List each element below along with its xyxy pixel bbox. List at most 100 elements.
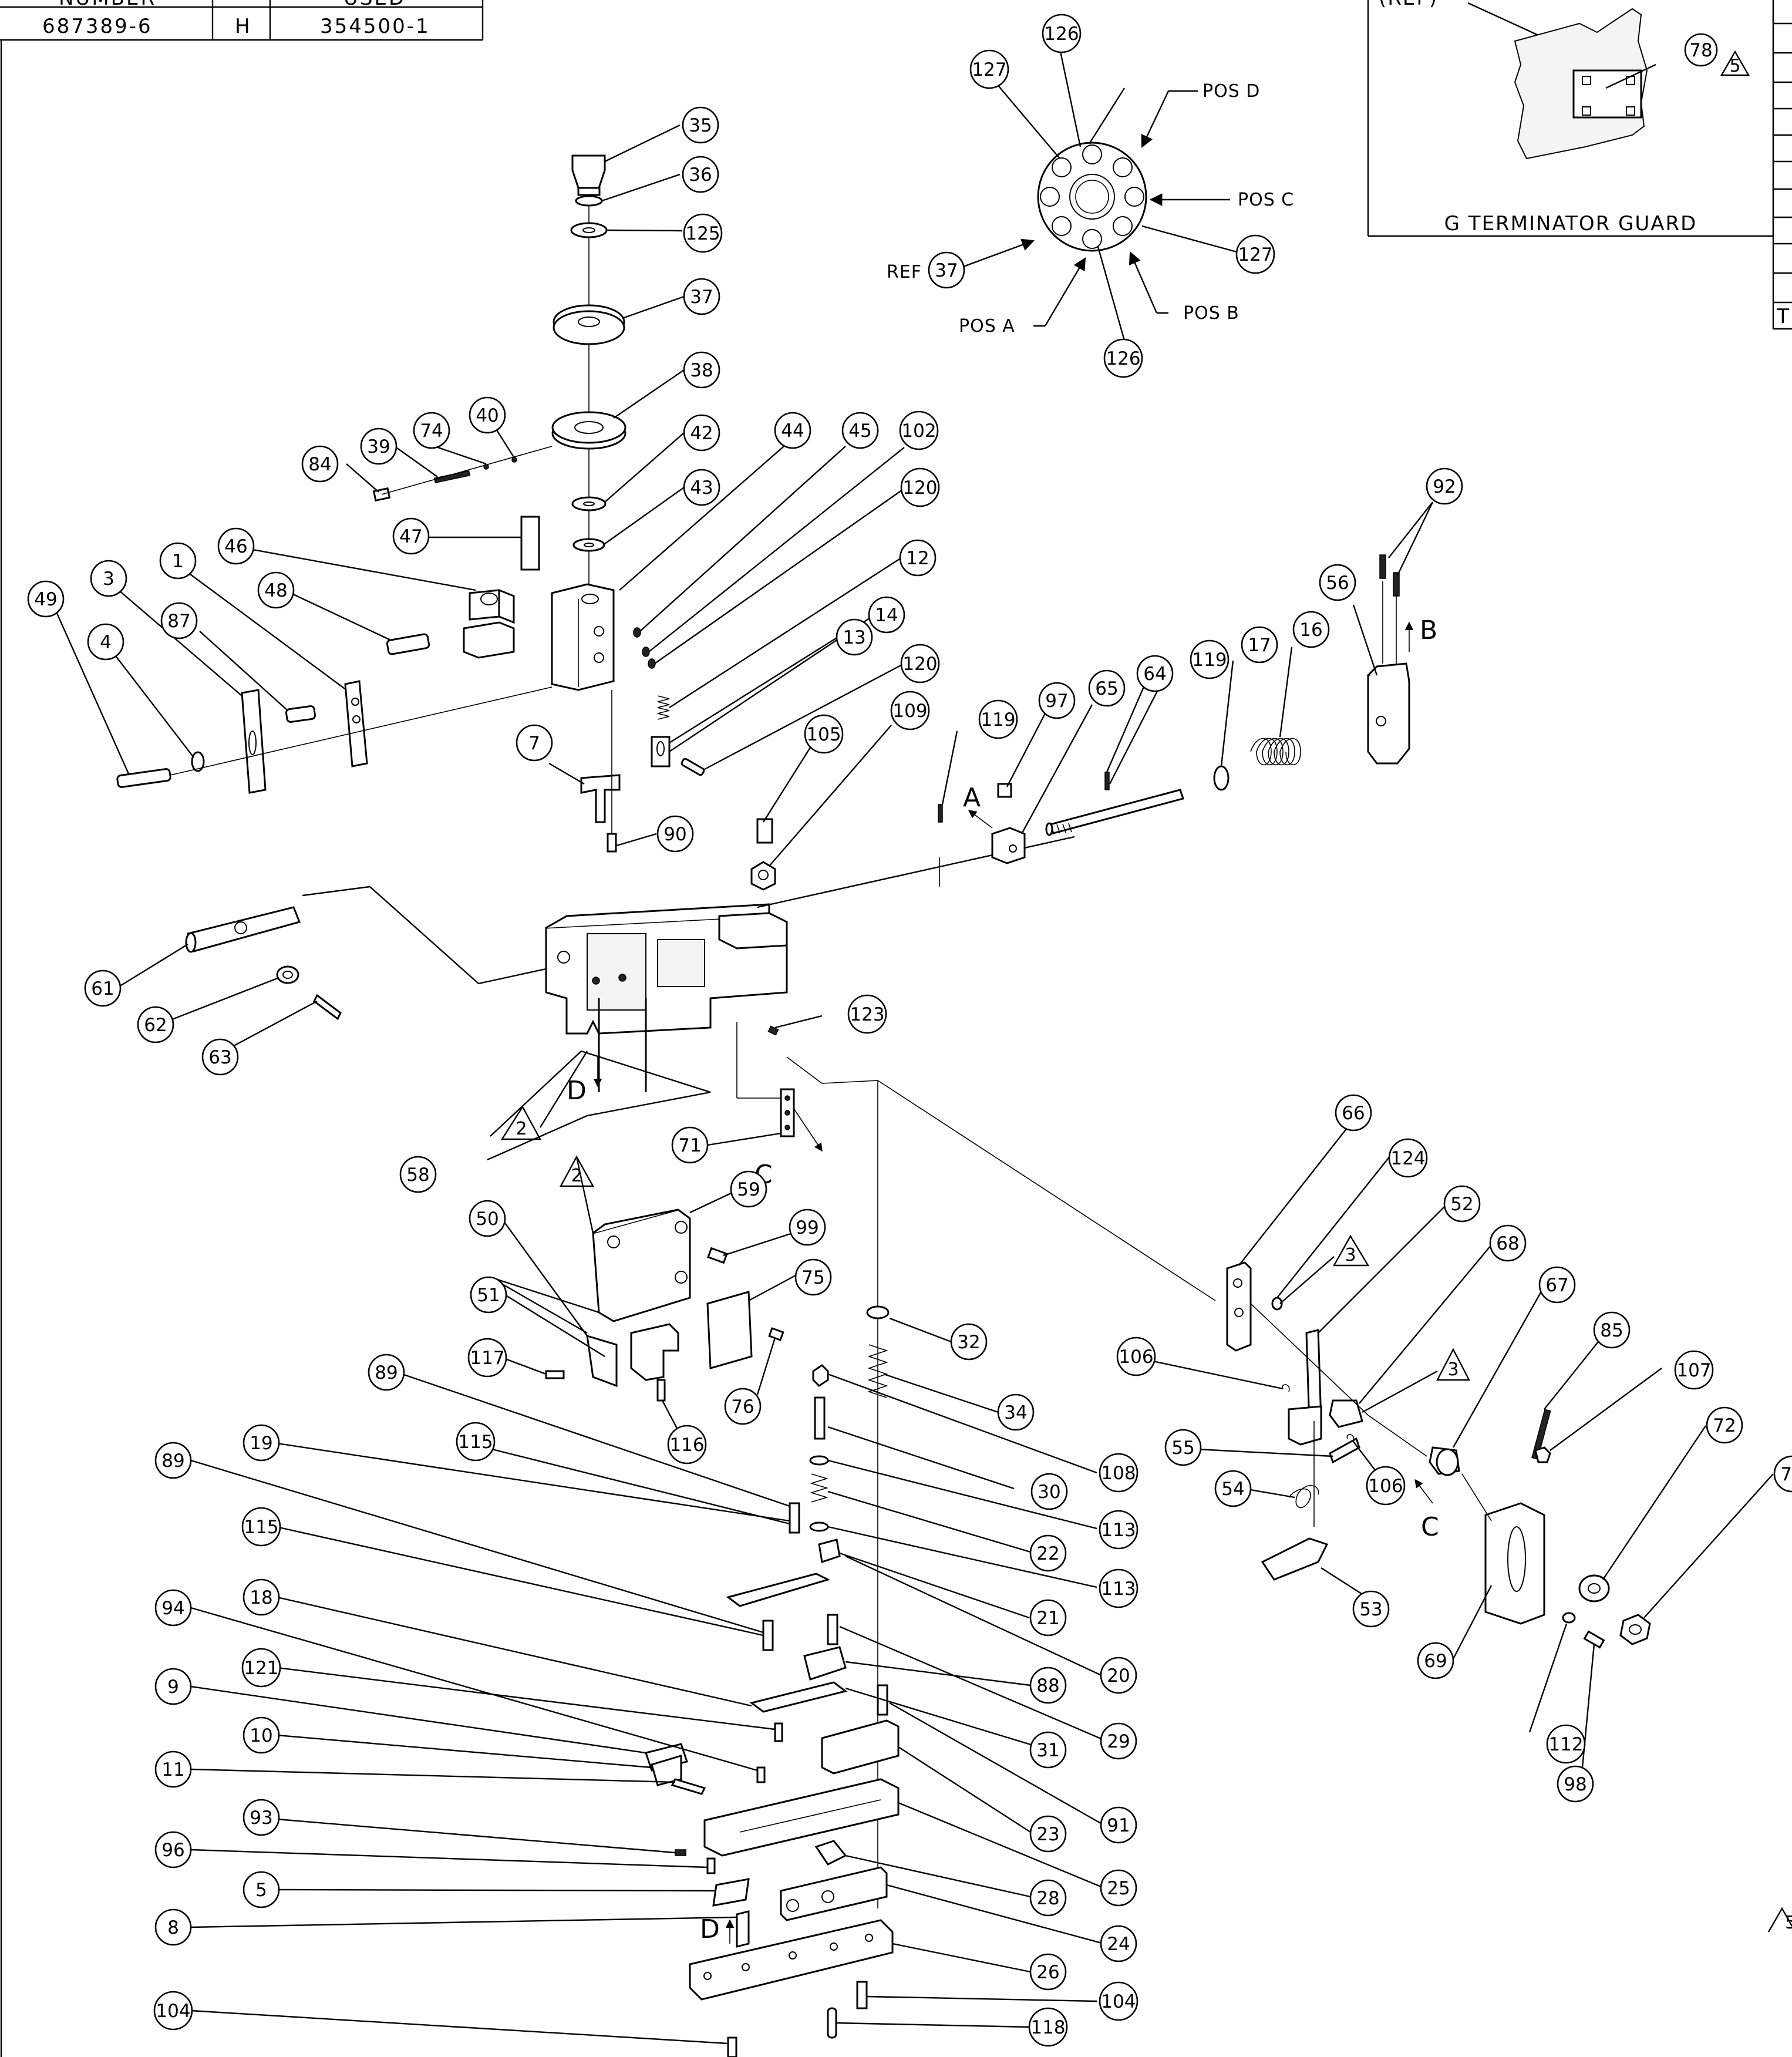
part-120-pin — [648, 658, 656, 669]
part-53-latch — [1261, 1537, 1329, 1581]
part-88-block — [803, 1646, 847, 1681]
callout-balloon-126: 126 — [1042, 14, 1082, 53]
balloon-circle — [847, 994, 887, 1034]
inset-note-flag-text: 5 — [1729, 56, 1740, 76]
balloon-number: 20 — [1107, 1665, 1130, 1686]
callout-balloon-92: 92 — [1426, 467, 1463, 505]
balloon-circle — [928, 251, 965, 289]
edge-note-flag — [1767, 1907, 1792, 1933]
callout-balloon-76: 76 — [724, 1388, 762, 1425]
balloon-circle — [1319, 564, 1356, 601]
balloon-circle — [242, 1871, 280, 1908]
pos-b-label: POS B — [1183, 303, 1239, 324]
balloon-circle — [27, 580, 65, 618]
balloon-number: 45 — [848, 420, 871, 442]
balloon-number: 69 — [1424, 1651, 1447, 1672]
balloon-circle — [160, 602, 198, 639]
part-number: 687389-6 — [42, 15, 153, 38]
balloon-number: 26 — [1036, 1962, 1059, 1983]
balloon-circle — [154, 1908, 192, 1946]
callout-balloon-90: 90 — [656, 815, 694, 853]
balloon-circle — [1292, 611, 1330, 648]
balloon-circle — [868, 596, 905, 634]
balloon-number: 85 — [1600, 1320, 1623, 1341]
balloon-circle — [217, 527, 255, 565]
strip-cell-T: T — [1776, 305, 1791, 328]
part-12-spring — [657, 695, 670, 720]
balloon-circle — [1557, 1765, 1594, 1803]
balloon-circle — [978, 699, 1018, 739]
balloon-number: 96 — [161, 1840, 184, 1861]
balloon-circle — [789, 1208, 826, 1246]
balloon-circle — [1029, 1953, 1067, 1991]
callout-balloon-115: 115 — [456, 1422, 496, 1462]
callout-balloon-75: 75 — [794, 1258, 832, 1296]
balloon-circle — [1042, 14, 1082, 53]
balloon-circle — [1352, 1590, 1390, 1628]
balloon-number: 23 — [1036, 1824, 1059, 1845]
balloon-number: 74 — [420, 420, 443, 442]
balloon-number: 64 — [1143, 664, 1166, 685]
part-36-ring — [575, 195, 603, 207]
balloon-number: 104 — [1101, 1991, 1136, 2012]
balloon-number: 42 — [690, 423, 713, 444]
callout-balloon-34: 34 — [997, 1393, 1035, 1431]
balloon-number: 71 — [678, 1135, 701, 1156]
balloon-circle — [1164, 1429, 1202, 1466]
right-edge-revision-strip: T 5 — [1767, 0, 1792, 1933]
balloon-circle — [201, 1038, 239, 1076]
balloon-circle — [137, 1006, 174, 1043]
balloon-circle — [841, 412, 879, 449]
part-113-washer-lower — [809, 1521, 829, 1532]
callout-balloon-23: 23 — [1029, 1815, 1067, 1853]
balloon-circle — [301, 445, 339, 483]
balloon-circle — [257, 571, 295, 609]
balloon-number: 106 — [1368, 1476, 1403, 1497]
part-90-screw — [607, 833, 617, 853]
balloon-number: 123 — [850, 1004, 884, 1025]
callout-balloon-37: 37 — [683, 278, 720, 315]
callout-balloon-85: 85 — [1593, 1311, 1631, 1349]
part-7-bracket — [580, 774, 621, 823]
callout-balloon-54: 54 — [1214, 1470, 1252, 1507]
balloon-number: 19 — [250, 1433, 272, 1454]
balloon-circle — [899, 539, 937, 577]
callout-balloon-35: 35 — [682, 106, 719, 144]
balloon-number: 22 — [1036, 1543, 1059, 1564]
balloon-circle — [1335, 1094, 1372, 1132]
part-102-ball — [642, 647, 650, 657]
callout-balloon-31: 31 — [1029, 1731, 1067, 1769]
part-58-top-block — [718, 912, 788, 950]
callout-balloon-9: 9 — [154, 1668, 192, 1705]
callout-balloon-5: 5 — [242, 1871, 280, 1908]
callout-balloon-123: 123 — [847, 994, 887, 1034]
balloon-number: 46 — [224, 536, 247, 557]
callout-balloon-69: 69 — [1417, 1642, 1454, 1679]
part-48-screw — [386, 633, 430, 655]
part-55-pin — [1329, 1437, 1360, 1464]
revision-letter: H — [235, 15, 252, 38]
balloon-circle — [241, 1648, 281, 1688]
balloon-number: 89 — [161, 1450, 184, 1472]
callout-balloon-46: 46 — [217, 527, 255, 565]
section-letters: A B C C D D — [567, 615, 1439, 1944]
part-92-screw-b — [1393, 572, 1400, 597]
balloon-number: 54 — [1221, 1479, 1244, 1500]
inset-ref-label: (REF) — [1379, 0, 1438, 10]
balloon-number: 67 — [1545, 1275, 1568, 1296]
note-flag-2-a-text: 2 — [516, 1119, 527, 1139]
balloon-number: 112 — [1548, 1734, 1583, 1755]
part-16-spring — [1250, 738, 1301, 766]
index-wheel-detail: POS D POS C POS B POS A REF — [887, 81, 1294, 336]
balloon-number: 37 — [690, 287, 713, 308]
section-letter-a: A — [963, 783, 981, 813]
part-112-washer — [1562, 1612, 1576, 1624]
balloon-circle — [682, 106, 719, 144]
callout-balloon-102: 102 — [899, 410, 939, 450]
part-49-screw — [116, 768, 171, 788]
note-flag-3-a — [1332, 1234, 1370, 1267]
balloon-number: 48 — [264, 580, 287, 601]
callout-balloon-65: 65 — [1088, 669, 1126, 707]
balloon-number: 3 — [103, 568, 114, 590]
part-25-rail — [703, 1778, 900, 1857]
